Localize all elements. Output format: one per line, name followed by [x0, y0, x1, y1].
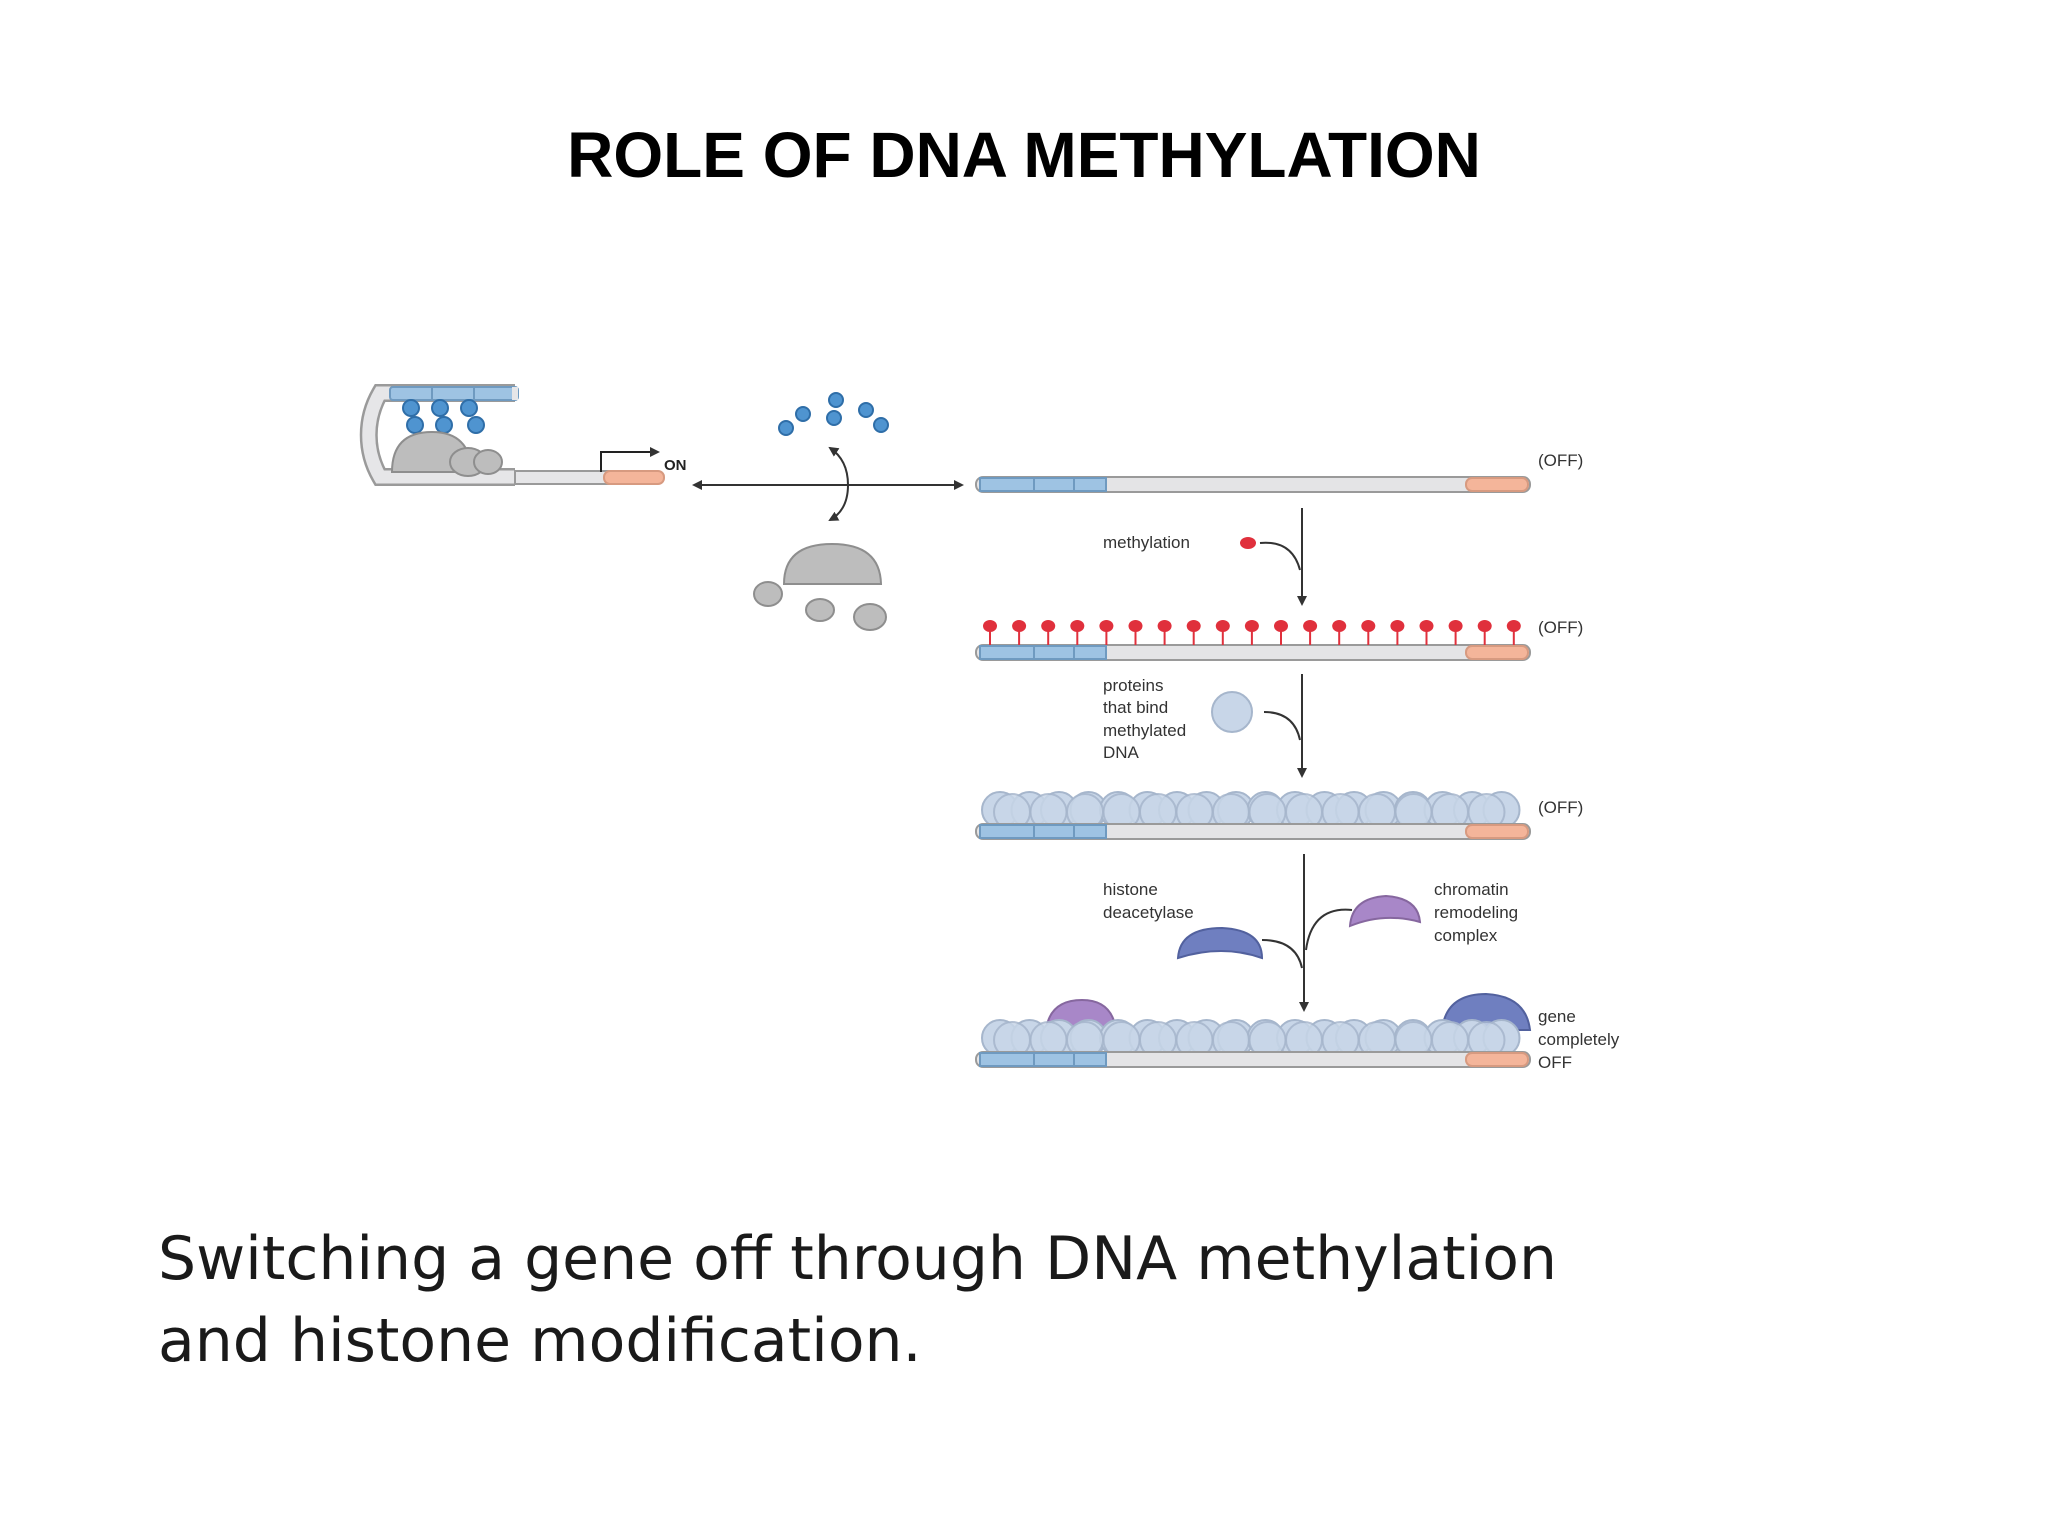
- svg-text:chromatin: chromatin: [1434, 880, 1509, 899]
- activator-proteins: [402, 399, 485, 434]
- methyl-group: [1215, 620, 1230, 645]
- down-arrow-2: [1263, 674, 1307, 778]
- methyl-group: [1361, 620, 1376, 645]
- caption-line-1: Switching a gene off through DNA methyla…: [158, 1224, 1558, 1294]
- slide-caption: Switching a gene off through DNA methyla…: [158, 1218, 1958, 1382]
- methyl-groups: [983, 620, 1521, 645]
- active-gene-loop: [359, 384, 665, 486]
- svg-text:OFF: OFF: [1538, 1053, 1572, 1072]
- slide-title: ROLE OF DNA METHYLATION: [567, 119, 1481, 191]
- remodeling-label: chromatin remodeling complex: [1434, 880, 1518, 945]
- histone-deacetylase-icon: [1176, 926, 1264, 960]
- svg-text:deacetylase: deacetylase: [1103, 903, 1194, 922]
- dna-strand-off-1: [975, 476, 1531, 493]
- final-state-label: gene completely OFF: [1538, 1007, 1620, 1072]
- methyl-group: [1128, 620, 1143, 645]
- methyl-group: [1274, 620, 1288, 645]
- bound-proteins-row: [981, 791, 1521, 831]
- svg-text:methylated: methylated: [1103, 721, 1186, 740]
- remodeling-complex-icon: [1348, 894, 1422, 928]
- methyl-group: [1186, 620, 1201, 645]
- methyl-group: [1506, 620, 1521, 645]
- svg-text:remodeling: remodeling: [1434, 903, 1518, 922]
- dna-strand-off-2: [975, 644, 1531, 661]
- methyl-group: [1390, 620, 1405, 645]
- methyl-group: [1244, 620, 1259, 645]
- binding-proteins-label: proteins that bind methylated DNA: [1103, 676, 1186, 762]
- svg-text:histone: histone: [1103, 880, 1158, 899]
- svg-text:that bind: that bind: [1103, 698, 1168, 717]
- svg-text:proteins: proteins: [1103, 676, 1163, 695]
- off-label-1: (OFF): [1538, 451, 1583, 470]
- off-label-2: (OFF): [1538, 618, 1583, 637]
- methyl-group: [1332, 620, 1347, 645]
- methyl-binding-protein-icon: [1211, 691, 1253, 733]
- svg-text:completely: completely: [1538, 1030, 1620, 1049]
- svg-text:DNA: DNA: [1103, 743, 1140, 762]
- rna-polymerase: [390, 430, 503, 477]
- methylation-label: methylation: [1103, 533, 1190, 552]
- methyl-group: [1303, 620, 1318, 645]
- methyl-group: [983, 620, 997, 645]
- methyl-group: [1012, 620, 1027, 645]
- free-activator-icon: [778, 392, 889, 436]
- equilibrium-arrows: [692, 446, 964, 521]
- methyl-group: [1041, 620, 1056, 645]
- methyl-group: [1448, 620, 1463, 645]
- methyl-group: [1419, 620, 1434, 645]
- svg-text:gene: gene: [1538, 1007, 1576, 1026]
- off-label-3: (OFF): [1538, 798, 1583, 817]
- down-arrow-3: [1261, 854, 1353, 1012]
- methyl-group: [1477, 620, 1492, 645]
- caption-line-2: and histone modification.: [158, 1306, 922, 1376]
- methyl-group: [1070, 620, 1085, 645]
- svg-text:complex: complex: [1434, 926, 1498, 945]
- methyl-group-icon: [1240, 537, 1256, 549]
- condensed-chromatin-row: [981, 1019, 1521, 1059]
- hdac-label: histone deacetylase: [1103, 880, 1194, 922]
- methyl-group: [1099, 620, 1114, 645]
- dna-strand-off-3: [975, 823, 1531, 840]
- free-polymerase-icon: [753, 542, 887, 631]
- on-label: ON: [664, 457, 687, 474]
- dna-strand-off-4: [975, 1051, 1531, 1068]
- on-arrow-icon: [600, 447, 660, 472]
- methyl-group: [1157, 620, 1172, 645]
- down-arrow-1: [1259, 508, 1307, 606]
